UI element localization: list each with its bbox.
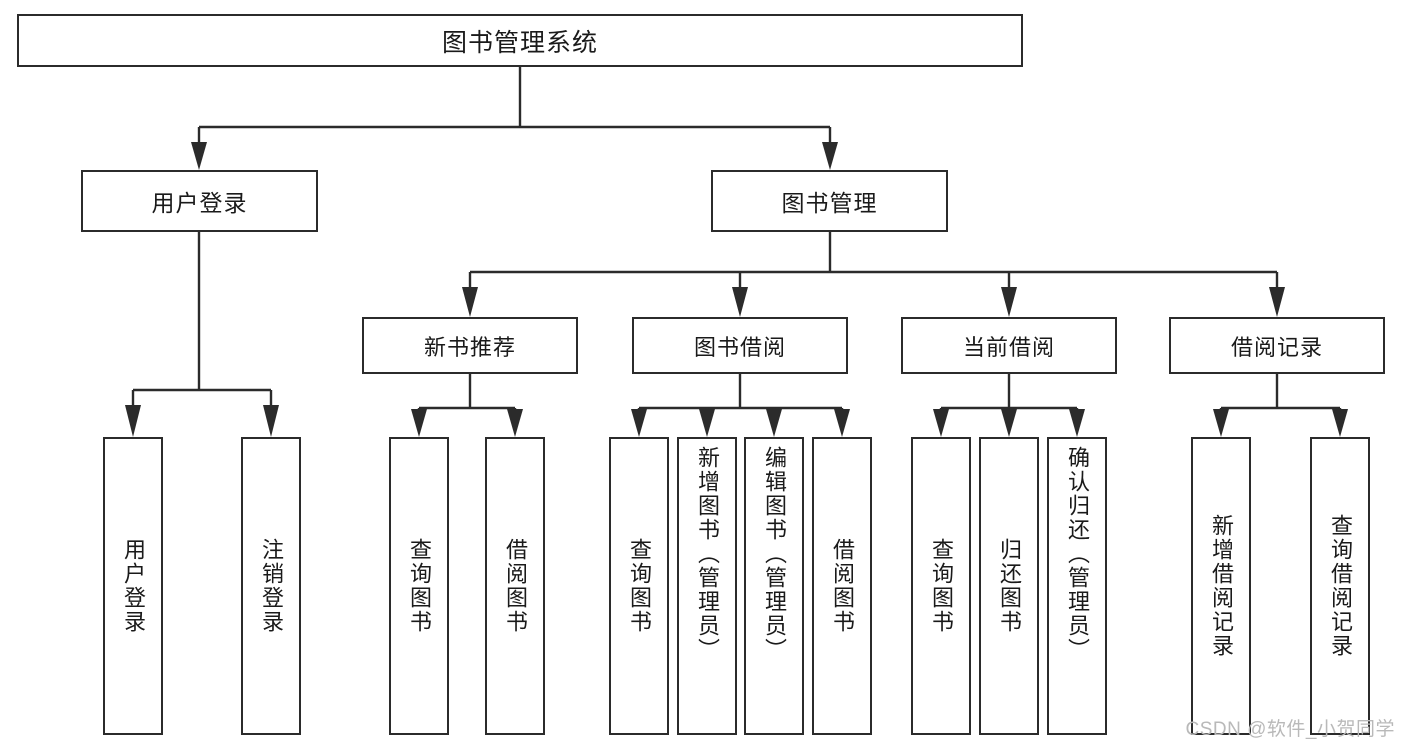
node-label: 图书借阅 (693, 334, 786, 360)
arrow-current-leaf-3 (1069, 409, 1085, 437)
node-user-login[interactable]: 用户登录 (81, 170, 318, 232)
arrow-borrow-leaf-1 (631, 409, 647, 437)
node-label: 查询图书 (929, 538, 954, 634)
leaf-content: 借阅图书 (814, 443, 870, 729)
node-label: 图书管理 (781, 190, 878, 216)
arrow-root-to-bookmgmt (822, 142, 838, 170)
node-label: 用户登录 (121, 538, 146, 634)
arrow-current-leaf-1 (933, 409, 949, 437)
node-label: 用户登录 (151, 190, 248, 216)
node-book-borrow[interactable]: 图书借阅 (632, 317, 848, 374)
leaf-borrow-borrow-books[interactable]: 借阅图书 (812, 437, 872, 735)
arrow-bookmgmt-l3-4 (1269, 287, 1285, 317)
arrow-newbook-leaf-2 (507, 409, 523, 437)
arrow-bookmgmt-l3-1 (462, 287, 478, 317)
leaf-new-book-query-books[interactable]: 查询图书 (389, 437, 449, 735)
arrow-borrow-leaf-4 (834, 409, 850, 437)
leaf-content: 查询借阅记录 (1312, 443, 1368, 729)
leaf-user-login-logout[interactable]: 注销登录 (241, 437, 301, 735)
node-new-book-recommendation[interactable]: 新书推荐 (362, 317, 578, 374)
leaf-borrow-edit-book-admin[interactable]: 编辑图书（管理员） (744, 437, 804, 735)
watermark-text: CSDN @软件_小贺同学 (1185, 719, 1395, 740)
leaf-content: 借阅图书 (487, 443, 543, 729)
leaf-content: 查询图书 (611, 443, 667, 729)
arrow-userlogin-leaf-1 (125, 405, 141, 437)
node-book-management[interactable]: 图书管理 (711, 170, 948, 232)
leaf-borrow-query-books[interactable]: 查询图书 (609, 437, 669, 735)
node-label: 借阅图书 (830, 538, 855, 634)
node-label: 确认归还（管理员） (1065, 446, 1090, 662)
leaf-content: 新增借阅记录 (1193, 443, 1249, 729)
node-label: 归还图书 (997, 538, 1022, 634)
node-label: 图书管理系统 (441, 28, 598, 57)
arrow-bookmgmt-l3-3 (1001, 287, 1017, 317)
node-label: 注销登录 (259, 538, 284, 634)
node-label: 新增借阅记录 (1209, 514, 1234, 658)
leaf-record-add-borrow-record[interactable]: 新增借阅记录 (1191, 437, 1251, 735)
arrow-newbook-leaf-1 (411, 409, 427, 437)
node-label: 借阅图书 (503, 538, 528, 634)
node-label: 新书推荐 (423, 334, 516, 360)
arrow-borrow-leaf-3 (766, 409, 782, 437)
node-root-book-management-system[interactable]: 图书管理系统 (17, 14, 1023, 67)
node-label: 新增图书（管理员） (695, 446, 720, 662)
leaf-content: 用户登录 (105, 443, 161, 729)
node-label: 编辑图书（管理员） (762, 446, 787, 662)
node-label: 查询图书 (407, 538, 432, 634)
node-current-borrow[interactable]: 当前借阅 (901, 317, 1117, 374)
arrow-borrow-leaf-2 (699, 409, 715, 437)
leaf-content: 查询图书 (391, 443, 447, 729)
leaf-new-book-borrow-books[interactable]: 借阅图书 (485, 437, 545, 735)
node-label: 当前借阅 (962, 334, 1055, 360)
leaf-content: 归还图书 (981, 443, 1037, 729)
arrow-record-leaf-1 (1213, 409, 1229, 437)
node-borrow-record[interactable]: 借阅记录 (1169, 317, 1385, 374)
leaf-borrow-add-book-admin[interactable]: 新增图书（管理员） (677, 437, 737, 735)
leaf-user-login-login[interactable]: 用户登录 (103, 437, 163, 735)
leaf-record-query-borrow-record[interactable]: 查询借阅记录 (1310, 437, 1370, 735)
leaf-current-return-books[interactable]: 归还图书 (979, 437, 1039, 735)
arrow-record-leaf-2 (1332, 409, 1348, 437)
leaf-content: 注销登录 (243, 443, 299, 729)
arrow-userlogin-leaf-2 (263, 405, 279, 437)
leaf-content: 编辑图书（管理员） (746, 440, 802, 732)
node-label: 查询借阅记录 (1328, 514, 1353, 658)
arrow-current-leaf-2 (1001, 409, 1017, 437)
leaf-content: 确认归还（管理员） (1049, 440, 1105, 732)
leaf-current-confirm-return-admin[interactable]: 确认归还（管理员） (1047, 437, 1107, 735)
node-label: 查询图书 (627, 538, 652, 634)
arrow-root-to-userlogin (191, 142, 207, 170)
leaf-content: 新增图书（管理员） (679, 440, 735, 732)
leaf-content: 查询图书 (913, 443, 969, 729)
arrow-bookmgmt-l3-2 (732, 287, 748, 317)
node-label: 借阅记录 (1230, 334, 1323, 360)
leaf-current-query-books[interactable]: 查询图书 (911, 437, 971, 735)
